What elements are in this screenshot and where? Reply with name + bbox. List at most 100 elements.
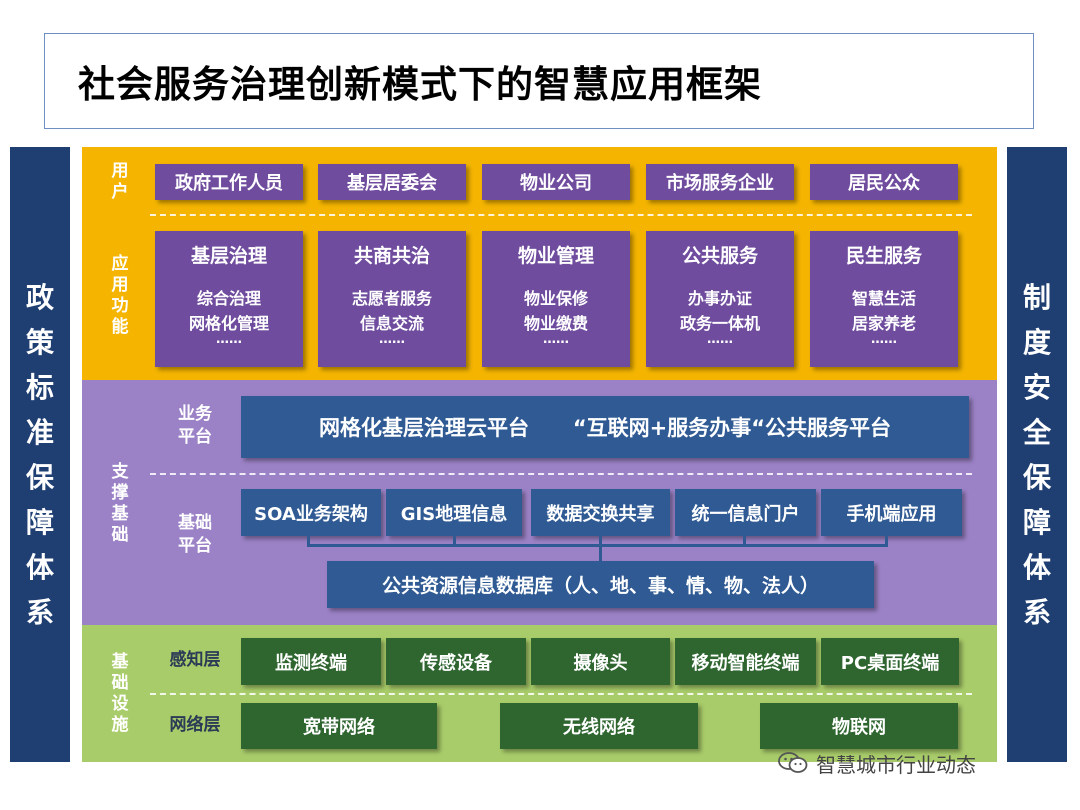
watermark-text: 智慧城市行业动态 — [816, 752, 976, 777]
connector-tick — [307, 536, 310, 547]
left-side-char: 政 — [25, 280, 54, 314]
function-group-title: 物业管理 — [517, 245, 594, 267]
functions-label-char: 能 — [111, 317, 129, 337]
business-platform-box: 网格化基层治理云平台 “互联网+服务办事“公共服务平台 — [241, 396, 969, 458]
infra-separator — [150, 693, 972, 695]
base-platform-item: GIS地理信息 — [386, 489, 522, 536]
users-layer-label: 用 户 — [100, 158, 140, 206]
base-platform-item: 统一信息门户 — [675, 489, 816, 536]
function-line: 政务一体机 — [679, 314, 760, 333]
right-side-char: 体 — [1022, 550, 1051, 584]
function-group-title: 民生服务 — [845, 245, 922, 267]
right-side-char: 安 — [1022, 370, 1051, 404]
infra-label-char: 施 — [111, 715, 129, 735]
base-platform-label: 基础 平台 — [160, 512, 230, 560]
function-line: 智慧生活 — [851, 289, 916, 308]
user-item: 物业公司 — [482, 164, 630, 200]
public-database-box: 公共资源信息数据库（人、地、事、情、物、法人） — [327, 561, 874, 608]
function-line: …… — [216, 332, 242, 347]
users-separator — [150, 214, 972, 216]
network-item: 无线网络 — [500, 703, 698, 749]
base-label-line: 基础 — [178, 513, 212, 533]
functions-label-char: 功 — [111, 296, 129, 316]
support-label-char: 支 — [111, 462, 129, 482]
network-item: 宽带网络 — [241, 703, 437, 749]
left-side-char: 准 — [25, 415, 54, 449]
network-layer-label: 网络层 — [169, 715, 221, 735]
sensing-item: 移动智能终端 — [675, 638, 816, 685]
sensing-item: 摄像头 — [531, 638, 670, 685]
infra-label-char: 础 — [111, 673, 129, 693]
infra-label-char: 设 — [111, 694, 129, 714]
users-label-char: 用 — [111, 161, 129, 181]
left-side-char: 体 — [25, 550, 54, 584]
watermark: 智慧城市行业动态 — [778, 745, 1068, 781]
function-line: …… — [871, 332, 897, 347]
base-platform-item: SOA业务架构 — [241, 489, 381, 536]
connector-horizontal — [307, 544, 887, 547]
left-side-char: 策 — [25, 325, 54, 359]
right-side-char: 度 — [1022, 325, 1051, 359]
title-frame — [44, 33, 1034, 129]
user-item: 居民公众 — [810, 164, 958, 200]
base-platform-item: 数据交换共享 — [531, 489, 670, 536]
left-side-char: 标 — [25, 370, 54, 404]
function-group: 民生服务 智慧生活 居家养老 …… — [810, 231, 958, 367]
function-group: 共商共治 志愿者服务 信息交流 …… — [318, 231, 466, 367]
function-group: 公共服务 办事办证 政务一体机 …… — [646, 231, 794, 367]
connector-stem — [599, 536, 602, 561]
function-group-title: 共商共治 — [353, 245, 430, 267]
infra-layer-label: 基 础 设 施 — [100, 648, 140, 740]
support-label-char: 撑 — [111, 483, 129, 503]
left-side-column: 政 策 标 准 保 障 体 系 — [10, 147, 70, 762]
support-label-char: 础 — [111, 525, 129, 545]
left-side-char: 系 — [25, 595, 54, 629]
network-item: 物联网 — [760, 703, 958, 749]
function-group: 基层治理 综合治理 网格化管理 …… — [155, 231, 303, 367]
infra-label-char: 基 — [111, 652, 129, 672]
left-side-char: 障 — [25, 505, 54, 539]
function-line: 网格化管理 — [188, 314, 269, 333]
function-line: …… — [707, 332, 733, 347]
sensing-layer-label: 感知层 — [169, 650, 221, 670]
users-label-char: 户 — [111, 182, 129, 202]
function-line: 居家养老 — [851, 314, 916, 333]
function-line: 物业缴费 — [523, 314, 588, 333]
base-label-line: 平台 — [178, 536, 212, 556]
function-line: 信息交流 — [359, 314, 424, 333]
right-side-char: 保 — [1022, 460, 1051, 494]
user-item: 政府工作人员 — [155, 164, 303, 200]
support-layer-label: 支 撑 基 础 — [100, 458, 140, 550]
user-item: 基层居委会 — [318, 164, 466, 200]
right-side-char: 系 — [1022, 595, 1051, 629]
function-group-title: 公共服务 — [681, 245, 758, 267]
functions-label-char: 应 — [111, 254, 129, 274]
base-platform-item: 手机端应用 — [821, 489, 962, 536]
support-label-char: 基 — [111, 504, 129, 524]
functions-layer-label: 应 用 功 能 — [100, 250, 140, 342]
sensing-item: PC桌面终端 — [821, 638, 959, 685]
support-separator — [150, 473, 972, 475]
right-side-char: 全 — [1022, 415, 1051, 449]
functions-label-char: 用 — [111, 275, 129, 295]
right-side-char: 制 — [1022, 280, 1051, 314]
function-line: 志愿者服务 — [351, 289, 432, 308]
function-line: 综合治理 — [196, 289, 261, 308]
connector-tick — [743, 536, 746, 547]
user-item: 市场服务企业 — [646, 164, 794, 200]
left-side-char: 保 — [25, 460, 54, 494]
right-side-char: 障 — [1022, 505, 1051, 539]
connector-tick — [885, 536, 888, 547]
wechat-icon — [778, 751, 808, 775]
function-group: 物业管理 物业保修 物业缴费 …… — [482, 231, 630, 367]
page-title: 社会服务治理创新模式下的智慧应用框架 — [78, 63, 762, 106]
sensing-item: 传感设备 — [386, 638, 526, 685]
function-line: 物业保修 — [523, 289, 588, 308]
connector-tick — [453, 536, 456, 547]
business-label-line: 平台 — [178, 427, 212, 447]
business-label-line: 业务 — [178, 404, 212, 424]
function-line: 办事办证 — [687, 289, 752, 308]
business-platform-label: 业务 平台 — [160, 403, 230, 451]
function-line: …… — [543, 332, 569, 347]
sensing-item: 监测终端 — [241, 638, 381, 685]
